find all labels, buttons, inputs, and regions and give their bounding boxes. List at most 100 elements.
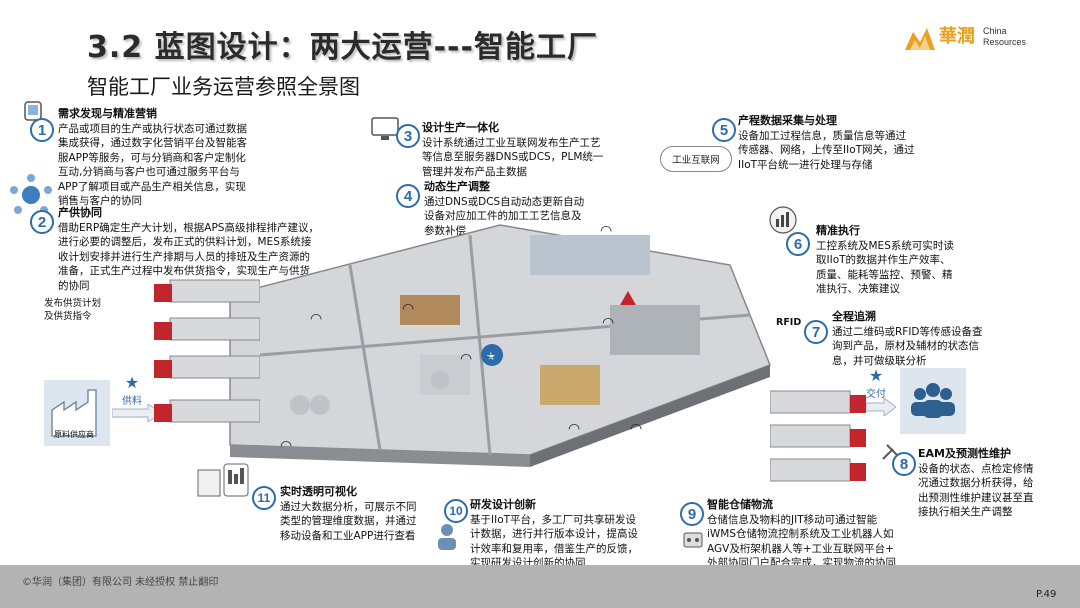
step-7-title: 全程追溯 — [832, 310, 876, 323]
step-5-text: 产程数据采集与处理 设备加工过程信息，质量信息等通过 传感器、网络，上传至IIo… — [738, 114, 958, 172]
step-1-line: APP了解项目或产品生产相关信息，实现 — [58, 180, 246, 193]
step-8-line: 接执行相关生产调整 — [918, 506, 1013, 518]
step-7-text: 全程追溯 通过二维码或RFID等传感设备查 询到产品，原材及辅材的状态信 息，并… — [832, 310, 1032, 368]
star-icon: ★ — [124, 373, 140, 392]
step-9-text: 智能仓储物流 仓储信息及物料的JIT移动可通过智能 iWMS仓储物流控制系统及工… — [707, 498, 922, 571]
step-6-line: 取IIoT的数据并作生产效率、 — [816, 254, 951, 266]
copyright-text: ©华润（集团）有限公司 未经授权 禁止翻印 — [22, 577, 219, 588]
svg-text:◠: ◠ — [630, 421, 642, 437]
iiot-cloud: 工业互联网 — [660, 146, 732, 172]
step-9-line: 仓储信息及物料的JIT移动可通过智能 — [707, 513, 878, 526]
production-star-label: 生产 — [484, 353, 504, 364]
bar-chart-icon — [769, 206, 797, 234]
svg-text:◠: ◠ — [402, 301, 414, 317]
supply-star-label: 供料 — [122, 396, 142, 407]
step-badge-10: 10 — [444, 499, 468, 523]
step-6-line: 工控系统及MES系统可实时读 — [816, 239, 954, 252]
step-3-line: 管理并发布产品主数据 — [422, 165, 527, 178]
step-8-line: 出预测性维护建议甚至直 — [918, 491, 1034, 504]
step-1-text: 需求发现与精准营销 产品或项目的生产或执行状态可通过数据 集成获得，通过数字化营… — [58, 107, 278, 209]
step-11-line: 类型的管理维度数据，并通过 — [280, 515, 417, 527]
step-5-title: 产程数据采集与处理 — [738, 114, 837, 127]
supplier-factory-icon — [44, 380, 110, 446]
monitor-icon — [371, 117, 399, 140]
arrow-right-icon — [866, 398, 896, 416]
step-10-line: 计数据，进行并行版本设计，提高设 — [470, 528, 638, 540]
step-3-title: 设计生产一体化 — [422, 121, 499, 134]
supply-plan-label: 发布供货计划 及供货指令 — [44, 297, 101, 323]
step-1-line: 互动,分销商与客户也可通过服务平台与 — [58, 166, 240, 178]
supply-plan-line-2: 及供货指令 — [44, 311, 92, 322]
step-7-line: 询到产品，原材及辅材的状态信 — [832, 340, 979, 352]
step-7-line: 通过二维码或RFID等传感设备查 — [832, 325, 983, 338]
step-9-line: iWMS仓储物流控制系统及工业机器人如 — [707, 528, 894, 540]
svg-text:◠: ◠ — [460, 351, 472, 367]
step-10-text: 研发设计创新 基于IIoT平台，多工厂可共享研发设 计数据，进行并行版本设计，提… — [470, 498, 670, 571]
factory-panorama: ◠ ◠ ◠ ◠ ◠ ◠ ◠ ◠ ★ — [229, 223, 771, 467]
robot-icon — [683, 532, 703, 548]
step-11-title: 实时透明可视化 — [280, 485, 357, 498]
tools-icon — [882, 444, 898, 460]
svg-text:◠: ◠ — [600, 223, 612, 239]
svg-text:★: ★ — [486, 350, 496, 363]
logo-text-en-2: Resources — [983, 37, 1027, 47]
star-icon: ★ — [868, 366, 884, 385]
step-11-line: 移动设备和工业APP进行查看 — [280, 529, 416, 542]
step-4-title: 动态生产调整 — [424, 180, 490, 193]
svg-text:◠: ◠ — [602, 315, 614, 331]
step-badge-3: 3 — [396, 124, 420, 148]
step-3-line: 设计系统通过工业互联网发布生产工艺 — [422, 136, 601, 149]
network-icon — [10, 174, 52, 214]
step-4-line: 参数补偿 — [424, 224, 466, 237]
step-6-line: 准执行、决策建议 — [816, 283, 900, 295]
step-badge-4: 4 — [396, 184, 420, 208]
step-badge-2: 2 — [30, 210, 54, 234]
step-2-text: 产供协同 借助ERP确定生产大计划，根据APS高级排程排产建议， 进行必要的调整… — [58, 206, 338, 293]
truck-icon — [154, 279, 260, 423]
step-6-title: 精准执行 — [816, 224, 860, 237]
step-1-line: 产品或项目的生产或执行状态可通过数据 — [58, 122, 247, 135]
supply-star: ★ 供料 — [122, 373, 142, 407]
step-2-line: 准备，正式生产过程中发布供货指令，实现生产与供货 — [58, 265, 310, 277]
step-11-line: 通过大数据分析，可展示不同 — [280, 500, 417, 513]
page-title: 3.2 蓝图设计：两大运营---智能工厂 — [87, 30, 598, 65]
step-badge-8: 8 — [892, 452, 916, 476]
step-5-line: 设备加工过程信息，质量信息等通过 — [738, 129, 906, 142]
logo-mark-icon — [905, 28, 935, 50]
step-6-line: 质量、能耗等监控、预警、精 — [816, 268, 953, 281]
step-8-line: 设备的状态、点检定修情 — [918, 462, 1034, 475]
step-1-line: 集成获得，通过数字化营销平台及智能客 — [58, 137, 247, 149]
rfid-label: RFID — [776, 317, 802, 328]
step-10-line: 基于IIoT平台，多工厂可共享研发设 — [470, 513, 637, 526]
step-badge-9: 9 — [680, 502, 704, 526]
step-2-title: 产供协同 — [58, 206, 102, 219]
step-1-title: 需求发现与精准营销 — [58, 107, 157, 120]
step-4-text: 动态生产调整 通过DNS或DCS自动动态更新自动 设备对应加工件的加工工艺信息及… — [424, 180, 634, 238]
step-9-line: AGV及桁架机器人等+工业互联网平台+ — [707, 542, 894, 555]
delivery-star: ★ 交付 — [866, 366, 886, 400]
step-1-line: 销售与客户的协同 — [58, 195, 142, 207]
phone-icon — [24, 101, 42, 121]
supplier-label: 原料供应商 — [54, 430, 94, 439]
step-3-line: 等信息至服务器DNS或DCS，PLM统一 — [422, 151, 604, 163]
step-2-line: 收计划安排并进行生产排期与人员的排班及生产资源的 — [58, 250, 310, 263]
company-logo: 華潤 China Resources — [905, 18, 1045, 54]
svg-text:◠: ◠ — [280, 438, 292, 454]
step-4-line: 设备对应加工件的加工工艺信息及 — [424, 210, 582, 222]
step-4-line: 通过DNS或DCS自动动态更新自动 — [424, 195, 585, 208]
customers-icon — [900, 368, 966, 434]
page-number: P.49 — [1036, 589, 1057, 600]
delivery-star-label: 交付 — [866, 389, 886, 400]
dashboard-icon — [197, 463, 249, 497]
step-5-line: IIoT平台统一进行处理与存储 — [738, 158, 873, 171]
step-7-line: 息，并可做级联分析 — [832, 354, 927, 367]
step-11-text: 实时透明可视化 通过大数据分析，可展示不同 类型的管理维度数据，并通过 移动设备… — [280, 485, 450, 543]
step-10-line: 计效率和复用率，借鉴生产的反馈， — [470, 542, 638, 555]
step-8-text: EAM及预测性维护 设备的状态、点检定修情 况通过数据分析获得，给 出预测性维护… — [918, 447, 1058, 520]
step-6-text: 精准执行 工控系统及MES系统可实时读 取IIoT的数据并作生产效率、 质量、能… — [816, 224, 986, 297]
svg-text:◠: ◠ — [310, 311, 322, 327]
engineer-icon — [438, 524, 456, 550]
step-1-line: 服APP等服务，可与分销商和客户定制化 — [58, 151, 246, 164]
step-badge-7: 7 — [804, 320, 828, 344]
step-badge-11: 11 — [252, 486, 276, 510]
